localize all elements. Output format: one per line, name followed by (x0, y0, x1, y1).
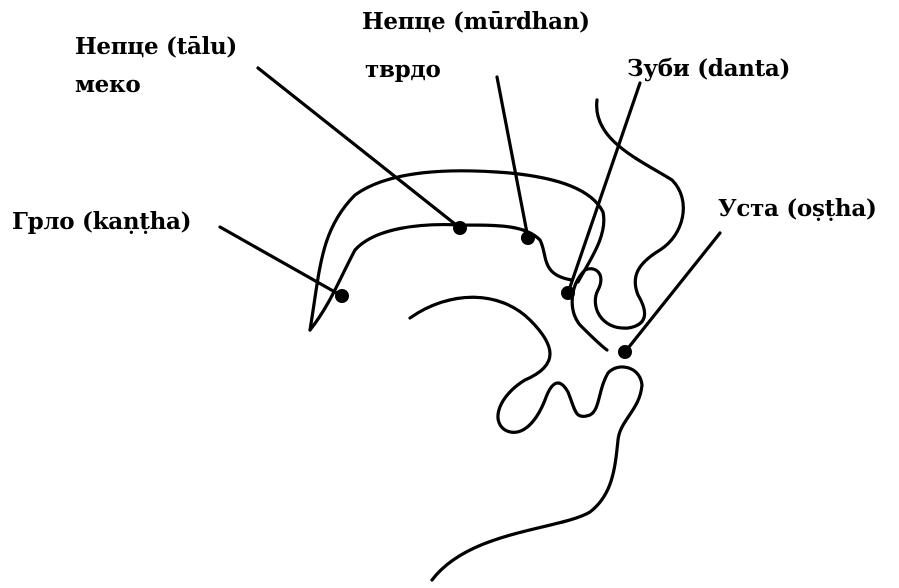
label-talu: Непце (tālu) (75, 35, 237, 58)
leader-line-danta (568, 83, 640, 293)
leader-line-kantha (220, 227, 342, 296)
label-murdhan-subtitle: тврдо (365, 58, 441, 81)
point-murdhan (521, 231, 535, 245)
leader-line-talu (258, 68, 460, 228)
tongue-contour (410, 297, 642, 580)
point-kantha (335, 289, 349, 303)
point-danta (561, 286, 575, 300)
point-ostha (618, 345, 632, 359)
label-ostha: Уста (oṣṭha) (718, 197, 877, 220)
leader-line-ostha (625, 233, 720, 352)
upper-lip-contour (572, 100, 683, 350)
label-kantha: Грло (kaṇṭha) (12, 210, 191, 233)
label-talu-subtitle: меко (75, 73, 140, 96)
point-talu (453, 221, 467, 235)
leader-line-murdhan (497, 77, 528, 238)
label-murdhan: Непце (mūrdhan) (362, 10, 590, 33)
label-danta: Зуби (danta) (627, 57, 790, 80)
